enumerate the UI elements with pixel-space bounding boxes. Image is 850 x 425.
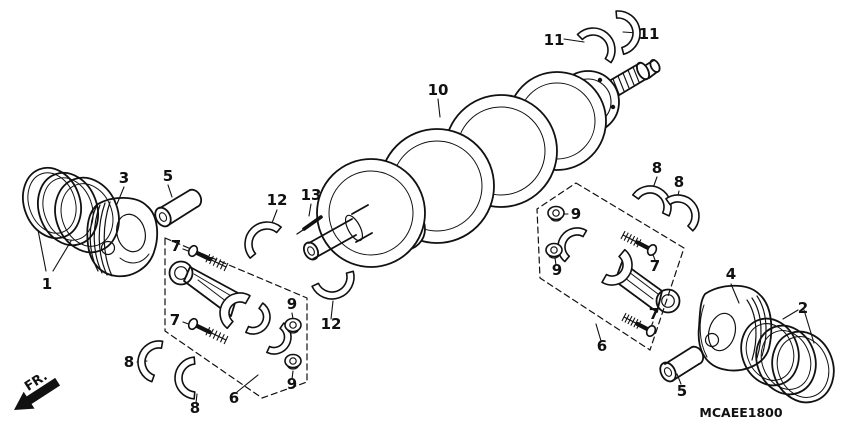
rod-bolt-7-left-b-head bbox=[187, 317, 199, 331]
front-arrow-icon bbox=[14, 377, 61, 410]
bearing-shell-11-b bbox=[615, 10, 641, 56]
part-label-8-15: 8 bbox=[674, 173, 684, 191]
part-label-10-20: 10 bbox=[428, 81, 449, 99]
nut-9-left-a-bore bbox=[289, 321, 297, 329]
woodruff-key-drawing bbox=[296, 215, 323, 235]
part-label-7-10: 7 bbox=[650, 257, 660, 275]
rod-bolt-7-left-a-head bbox=[187, 244, 199, 258]
part-label-7-9: 7 bbox=[170, 311, 180, 329]
part-label-5-5: 5 bbox=[677, 382, 687, 400]
part-label-6-6: 6 bbox=[229, 389, 239, 407]
part-label-9-18: 9 bbox=[571, 205, 581, 223]
piston-ring-set-right-drawing bbox=[740, 317, 835, 404]
part-label-6-7: 6 bbox=[597, 337, 607, 355]
rod-bolt-7-left-b-threads bbox=[205, 327, 229, 345]
rod-bolt-7-right-b-thread-spine bbox=[623, 316, 640, 326]
part-label-9-16: 9 bbox=[287, 295, 297, 313]
bearing-shell-8-left-a bbox=[137, 340, 164, 383]
part-label-7-11: 7 bbox=[649, 305, 659, 323]
piston-ring-set-left-drawing bbox=[22, 166, 120, 254]
connecting-rod-assembly-box-left bbox=[164, 237, 308, 399]
part-label-13-25: 13 bbox=[301, 186, 322, 204]
part-label-1-0: 1 bbox=[42, 275, 52, 293]
rod-cap-left-b bbox=[266, 322, 292, 355]
rod-bolt-7-left-b-thread-spine bbox=[207, 330, 227, 341]
part-label-7-8: 7 bbox=[171, 237, 181, 255]
connecting-rod-assembly-box-right bbox=[536, 182, 685, 351]
rod-bolt-7-right-b-threads bbox=[621, 312, 642, 329]
bearing-shell-8-right-b bbox=[665, 194, 700, 232]
piston-right-drawing bbox=[697, 284, 773, 372]
nut-9-left-b-bore bbox=[289, 357, 297, 365]
piston-pin-right-drawing bbox=[659, 345, 705, 383]
rod-bolt-7-right-a-head bbox=[646, 243, 658, 257]
part-label-3-2: 3 bbox=[119, 169, 129, 187]
rod-bolt-7-right-b-head bbox=[645, 324, 657, 338]
piston-left-drawing bbox=[86, 196, 159, 278]
nut-9-right-a-bore bbox=[552, 209, 560, 217]
bearing-shell-12-upper bbox=[244, 221, 282, 259]
rod-bolt-7-left-a-shank bbox=[193, 250, 212, 262]
rod-bolt-7-left-a-thread-spine bbox=[207, 257, 227, 268]
rod-bolt-7-left-a-threads bbox=[205, 254, 229, 272]
crankshaft-drawing bbox=[302, 59, 661, 268]
piston-pin-left-drawing bbox=[154, 188, 203, 228]
rod-big-end-left bbox=[219, 292, 251, 330]
rod-bolt-7-left-b-shank bbox=[193, 323, 212, 335]
front-direction-arrow: FR. bbox=[14, 369, 61, 410]
rod-cap-right bbox=[557, 227, 588, 263]
part-label-12-24: 12 bbox=[321, 315, 342, 333]
diagram-code: MCAEE1800 bbox=[699, 405, 782, 420]
rod-bolt-7-right-a-threads bbox=[620, 230, 642, 248]
nut-9-right-b-bore bbox=[550, 246, 558, 254]
part-label-4-3: 4 bbox=[726, 265, 736, 283]
bearing-shell-8-left-b bbox=[174, 356, 196, 400]
part-label-8-12: 8 bbox=[124, 353, 134, 371]
crankshaft-nose bbox=[302, 204, 373, 261]
part-label-9-17: 9 bbox=[287, 375, 297, 393]
part-label-5-4: 5 bbox=[163, 167, 173, 185]
bearing-shell-11-a bbox=[576, 27, 616, 64]
connecting-rod-left-drawing bbox=[168, 260, 239, 317]
rod-bolt-7-right-a-thread-spine bbox=[622, 234, 640, 244]
part-label-11-22: 11 bbox=[639, 25, 660, 43]
rod-big-end-right bbox=[601, 248, 633, 286]
part-label-2-1: 2 bbox=[798, 299, 808, 317]
part-label-9-19: 9 bbox=[552, 261, 562, 279]
part-label-12-23: 12 bbox=[267, 191, 288, 209]
rod-cap-left-a bbox=[245, 302, 271, 335]
bearing-shell-12-lower bbox=[311, 270, 355, 300]
generated-hardware bbox=[137, 10, 700, 400]
part-label-11-21: 11 bbox=[544, 31, 565, 49]
part-label-8-13: 8 bbox=[190, 399, 200, 417]
part-label-8-14: 8 bbox=[652, 159, 662, 177]
bearing-shell-8-right-a bbox=[631, 185, 672, 217]
